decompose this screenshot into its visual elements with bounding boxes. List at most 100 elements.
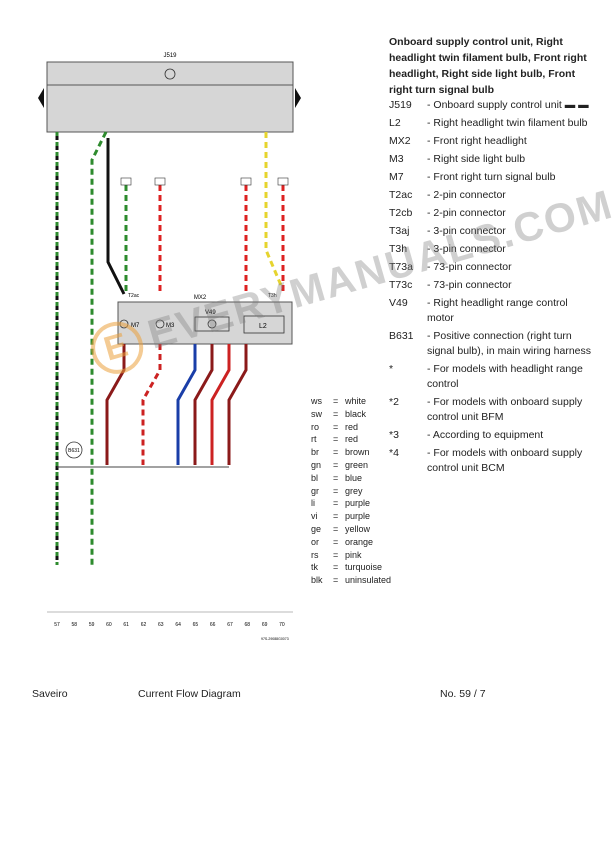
left-continue-arrow — [38, 88, 44, 108]
color-name: pink — [345, 549, 362, 560]
legend-code: J519 — [389, 99, 412, 111]
track-number: 64 — [175, 622, 181, 628]
track-number: 65 — [193, 622, 199, 628]
m7-label: M7 — [131, 323, 140, 329]
legend-code: B631 — [389, 330, 414, 342]
color-name: uninsulated — [345, 575, 392, 586]
v49-motor-box — [194, 316, 230, 332]
color-key-item: li=purple — [311, 497, 391, 510]
wire-red-lower — [210, 344, 231, 465]
color-abbr: sw — [311, 408, 322, 419]
color-equals: = — [333, 536, 339, 547]
connector-tag — [120, 177, 132, 186]
track-number: 60 — [106, 622, 112, 628]
color-equals: = — [333, 498, 339, 509]
legend-desc: 3-pin connector — [427, 242, 594, 257]
legend-desc: For models with headlight range control — [427, 362, 594, 392]
legend-code: T3h — [389, 243, 408, 255]
color-equals: = — [333, 396, 339, 406]
legend-desc: 3-pin connector — [427, 224, 594, 239]
color-name: orange — [345, 536, 374, 547]
color-name: turquoise — [345, 562, 383, 573]
m3-label: M3 — [166, 323, 175, 329]
color-equals: = — [333, 421, 339, 432]
legend-desc: According to equipment — [427, 428, 594, 443]
connector-tag — [240, 177, 252, 186]
color-abbr: rs — [311, 549, 319, 560]
legend-item: MX2Front right headlight — [389, 134, 594, 149]
color-name: yellow — [345, 523, 371, 534]
legend-item: T2cb 2-pin connector — [389, 206, 594, 221]
track-number: 68 — [245, 622, 251, 628]
l2-bulb-box — [243, 315, 285, 334]
legend-desc: Positive connection (right turn signal b… — [427, 329, 594, 359]
legend-item: T73c73-pin connector — [389, 278, 594, 293]
legend-code: T73a — [389, 261, 413, 273]
legend-desc: Right headlight twin filament bulb — [427, 116, 594, 131]
legend-item: L2Right headlight twin filament bulb — [389, 116, 594, 131]
connector-tag — [154, 177, 166, 186]
legend-desc: For models with onboard supply control u… — [427, 395, 594, 425]
track-number: 69 — [262, 622, 268, 628]
color-name: black — [345, 408, 367, 419]
color-key-item: sw=black — [311, 408, 391, 421]
track-number: 57 — [54, 622, 60, 628]
wire-green-black-60 — [106, 138, 126, 295]
legend-desc: 73-pin connector — [427, 278, 594, 293]
legend-desc: 2-pin connector — [427, 188, 594, 203]
color-abbr: gr — [311, 485, 320, 496]
color-key-item: or=orange — [311, 536, 391, 549]
legend-desc: Right headlight range control motor — [427, 296, 594, 326]
color-name: blue — [345, 472, 363, 483]
color-key-item: vi=purple — [311, 510, 391, 523]
color-abbr: blk — [311, 575, 323, 586]
legend-item: M7Front right turn signal bulb — [389, 170, 594, 185]
legend-item: B631 Positive connection (right turn sign… — [389, 329, 594, 359]
b631-diagram-label: B631 — [68, 448, 80, 454]
color-abbr: gn — [311, 459, 322, 470]
component-legend: J519Onboard supply control unit ▬ ▬L2Rig… — [389, 98, 594, 479]
wire-green-black-59 — [90, 131, 108, 565]
wire-black-red-lower — [105, 344, 126, 465]
legend-code: T2cb — [389, 207, 413, 219]
right-continue-arrow — [295, 88, 301, 108]
color-key-item: br=brown — [311, 446, 391, 459]
color-name: red — [345, 434, 359, 445]
wire-brown-lower — [227, 344, 248, 465]
color-name: purple — [345, 511, 371, 522]
color-key-item: gn=green — [311, 459, 391, 472]
color-abbr: tk — [311, 562, 319, 573]
color-abbr: ro — [311, 421, 320, 432]
track-number: 67 — [227, 622, 233, 628]
legend-desc: 2-pin connector — [427, 206, 594, 221]
v49-label: V49 — [205, 310, 216, 316]
mx2-headlight-box — [117, 301, 293, 345]
legend-item: T3aj3-pin connector — [389, 224, 594, 239]
legend-item: M3Right side light bulb — [389, 152, 594, 167]
legend-code: *4 — [389, 447, 399, 459]
color-equals: = — [333, 523, 339, 534]
color-key-item: ro = red — [311, 421, 391, 434]
color-key-item: ws=white — [311, 395, 391, 408]
track-number: 62 — [141, 622, 147, 628]
legend-title: Onboard supply control unit, Right headl… — [389, 36, 587, 96]
color-name: green — [345, 459, 369, 470]
color-equals: = — [333, 447, 339, 458]
unit-ground-symbol — [164, 68, 176, 80]
wire-red-brown-lower — [141, 344, 162, 465]
legend-item: T3h 3-pin connector — [389, 242, 594, 257]
wire-blue-black-lower — [176, 344, 197, 465]
color-equals: = — [333, 549, 339, 560]
legend-code: V49 — [389, 297, 408, 309]
color-equals: = — [333, 472, 339, 483]
legend-desc: Front right headlight — [427, 134, 594, 149]
legend-item: *3 According to equipment — [389, 428, 594, 443]
legend-code: *3 — [389, 429, 399, 441]
t2ac-label: T2ac — [128, 293, 140, 299]
legend-code: *2 — [389, 396, 399, 408]
legend-item: V49 Right headlight range control motor — [389, 296, 594, 326]
color-name: red — [345, 421, 359, 432]
